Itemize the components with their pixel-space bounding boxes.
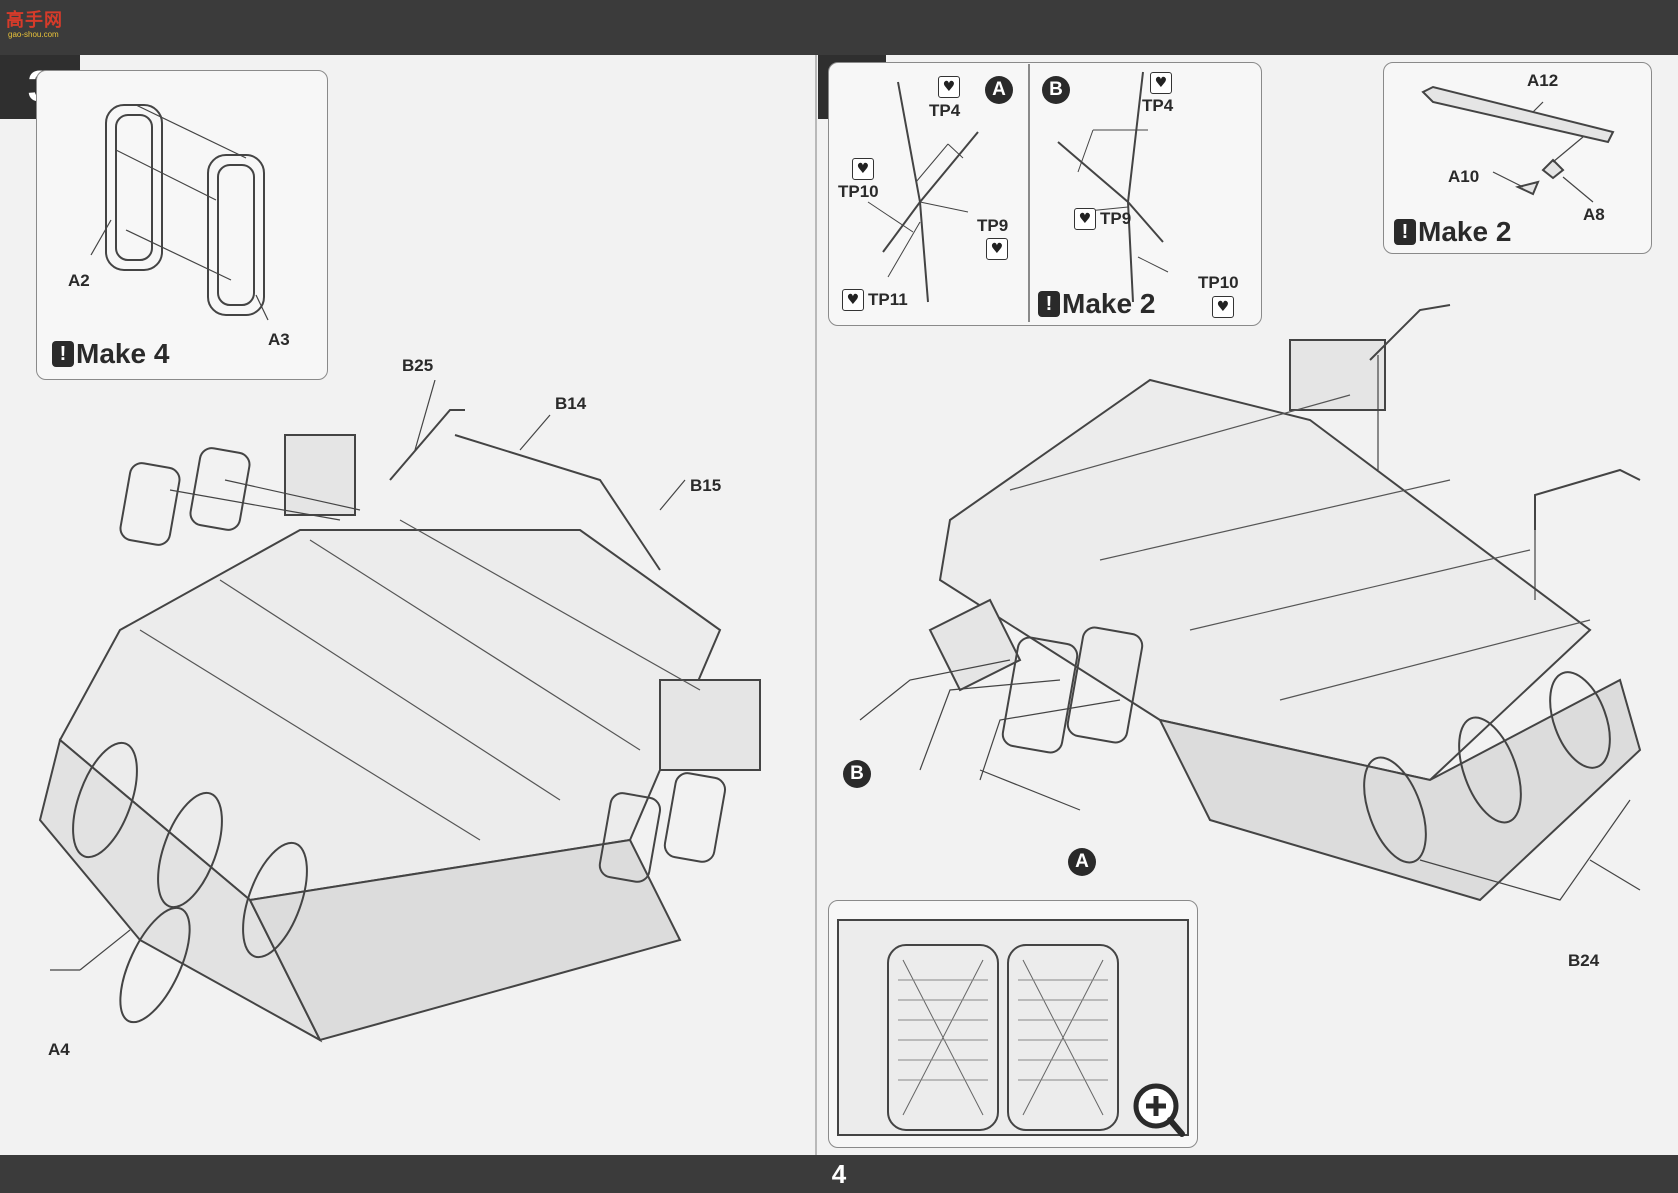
step-4-tp-panel [828,62,1262,326]
step-3-inset-drawing [90,104,269,321]
make-2-note-tp: ! Make 2 [1038,288,1155,320]
tp4-b-heart-icon: ♥ [1150,72,1172,94]
right-side-shape [248,838,682,1042]
tp4-heart-icon: ♥ [938,76,960,98]
frame-a3-shape [207,154,265,316]
magnify-plus-icon [1133,1083,1185,1137]
step-3-inset-panel [36,70,328,380]
label-tp9-b: TP9 [1100,209,1132,228]
exclamation-icon: ! [52,341,74,367]
tp9-heart-icon: ♥ [986,238,1008,260]
tp-panel-divider [1028,64,1030,322]
frame-a2-shape [105,104,163,271]
label-a8: A8 [1583,205,1605,224]
tp9-b-heart-icon: ♥ [1074,208,1096,230]
tp10-heart-icon: ♥ [852,158,874,180]
page-divider [815,55,817,1155]
tp10-b-heart-icon: ♥ [1212,296,1234,318]
logo-subtext: gao-shou.com [8,30,59,39]
marker-a-main: A [1068,848,1096,876]
exclamation-icon: ! [1038,291,1060,317]
label-a3: A3 [268,330,290,349]
label-a10: A10 [1448,167,1480,186]
make-2-note-crane: ! Make 2 [1394,216,1511,248]
make-2-text-crane: Make 2 [1418,216,1512,247]
deck-top-shape-4 [938,378,1592,782]
make-2-text-tp: Make 2 [1062,288,1156,319]
label-b14: B14 [555,394,587,413]
logo-text: 高手网 [6,10,63,31]
step-4-assembly-drawing [859,304,1642,902]
page-number: 4 [831,1159,847,1189]
label-a4: A4 [48,1040,70,1059]
label-tp4-b: TP4 [1142,96,1174,115]
marker-a: A [985,76,1013,104]
label-b24: B24 [1568,951,1600,970]
make-4-text: Make 4 [76,338,170,369]
marker-b-main: B [843,760,871,788]
label-a12: A12 [1527,71,1559,90]
label-tp9-a: TP9 [977,216,1009,235]
top-bar [0,0,1678,55]
label-a2: A2 [68,271,90,290]
label-tp10-a: TP10 [838,182,879,201]
label-tp11-a: TP11 [868,290,908,309]
label-tp10-b: TP10 [1198,273,1239,292]
label-b25: B25 [402,356,434,375]
tp11-heart-icon: ♥ [842,289,864,311]
make-4-note: ! Make 4 [52,338,169,370]
zoom-detail-drawing [837,919,1189,1136]
front-face-shape [38,738,323,1043]
step-3-assembly-drawing [38,380,761,1043]
exclamation-icon: ! [1394,219,1416,245]
marker-b: B [1042,76,1070,104]
tp-panel-drawing [867,71,1169,303]
label-b15: B15 [690,476,722,495]
bottom-bar [0,1155,1678,1193]
label-tp4-a: TP4 [929,101,961,120]
site-logo: 高手网 gao-shou.com [6,6,70,40]
crane-drawing [1421,85,1615,203]
